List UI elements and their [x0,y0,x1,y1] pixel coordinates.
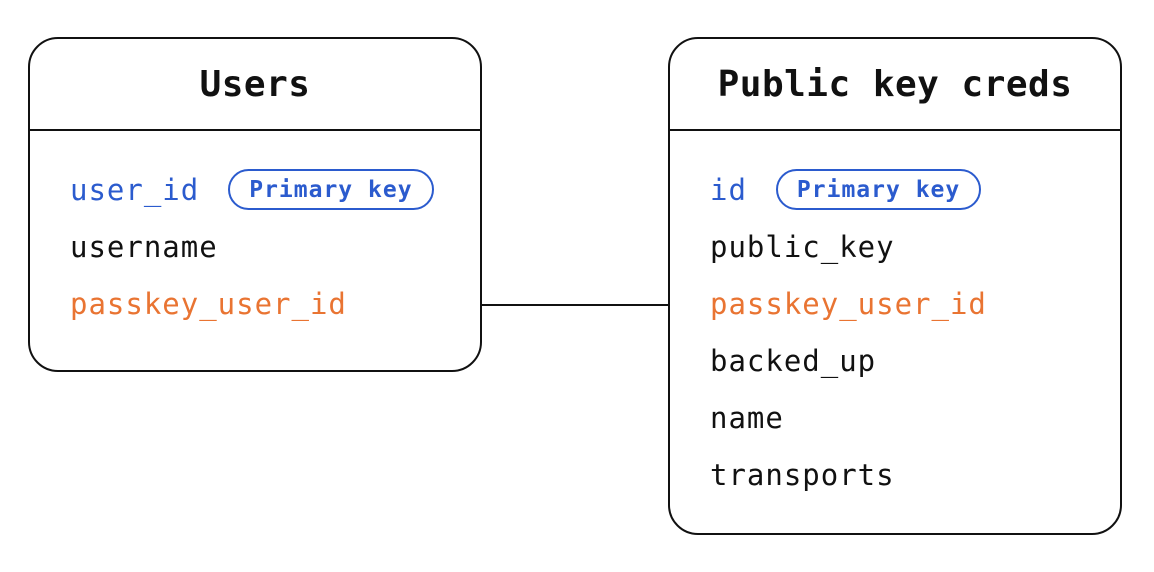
primary-key-badge: Primary key [775,169,982,210]
field-row-passkey_user_id: passkey_user_id [710,275,1100,332]
field-name: transports [710,457,895,492]
field-row-name: name [710,389,1100,446]
relationship-line [480,304,670,306]
field-name: name [710,400,784,435]
field-row-backed_up: backed_up [710,332,1100,389]
field-row-username: username [70,218,460,275]
field-row-public_key: public_key [710,218,1100,275]
table-title-users: Users [30,39,480,131]
field-name: passkey_user_id [710,286,987,321]
field-row-id: id Primary key [710,161,1100,218]
table-users-fields: user_id Primary key username passkey_user_i… [30,131,480,332]
field-row-user_id: user_id Primary key [70,161,460,218]
table-users: Users user_id Primary key username passkey_… [28,37,482,372]
field-row-passkey_user_id: passkey_user_id [70,275,460,332]
table-title-public-key-creds: Public key creds [670,39,1120,131]
field-name: username [70,229,218,264]
field-row-transports: transports [710,446,1100,503]
field-name: public_key [710,229,895,264]
field-name: id [710,172,747,207]
field-name: user_id [70,172,200,207]
field-name: passkey_user_id [70,286,347,321]
table-public-key-creds: Public key creds id Primary key public_key… [668,37,1122,535]
field-name: backed_up [710,343,877,378]
primary-key-badge: Primary key [228,169,434,210]
